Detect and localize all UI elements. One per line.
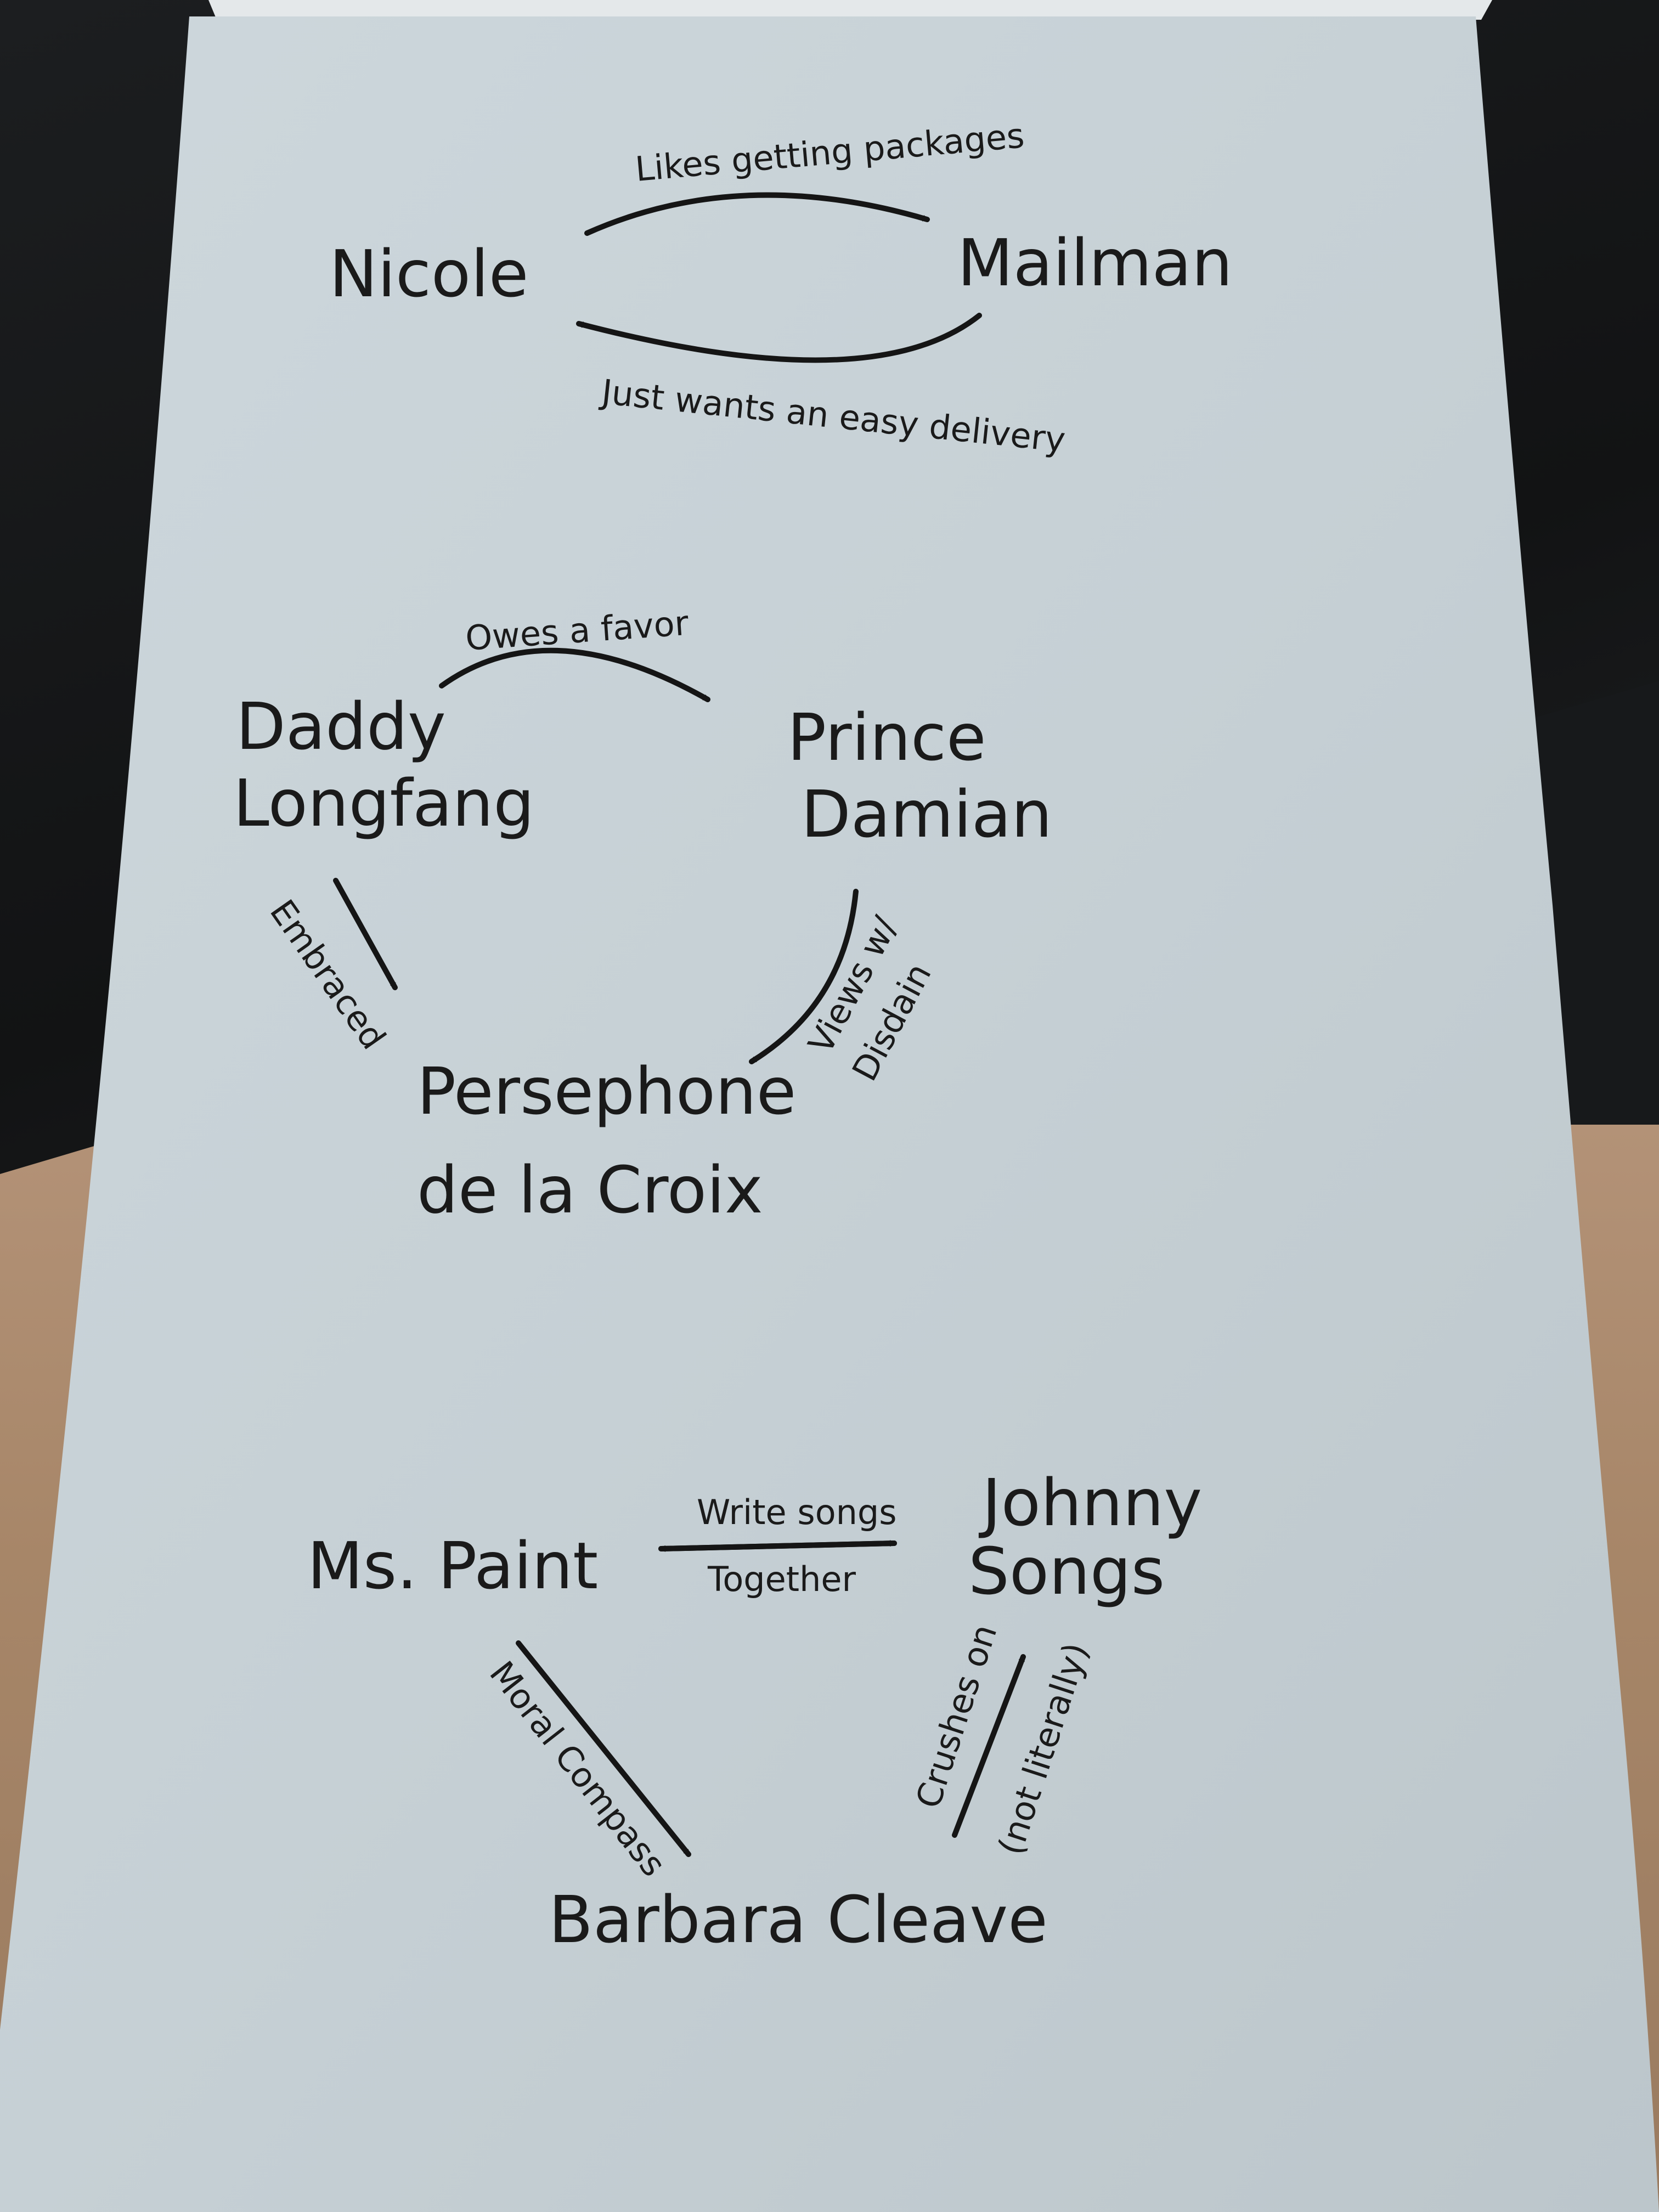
- node-johnny-songs-line1: Johnny: [978, 1465, 1202, 1541]
- node-persephone-line1: Persephone: [417, 1053, 796, 1129]
- node-daddy-longfang-line1: Daddy: [236, 689, 446, 764]
- arrow-daddy-to-prince: [439, 647, 710, 702]
- arrow-paint-to-barbara: [516, 1640, 691, 1857]
- node-daddy-longfang-line2: Longfang: [233, 765, 534, 841]
- node-prince-damian-line1: Prince: [787, 699, 986, 775]
- paper-page: [0, 16, 1659, 2212]
- node-nicole: Nicole: [329, 236, 529, 312]
- node-barbara-cleave: Barbara Cleave: [549, 1882, 1048, 1957]
- label-write-songs: Write songs: [697, 1492, 897, 1532]
- node-persephone-line2: de la Croix: [417, 1152, 763, 1228]
- arrow-nicole-to-mailman: [584, 192, 930, 236]
- node-mailman: Mailman: [957, 225, 1233, 301]
- arrow-johnny-to-paint: [658, 1541, 897, 1549]
- node-ms-paint: Ms. Paint: [307, 1528, 598, 1604]
- arrow-barbara-to-johnny: [952, 1654, 1026, 1838]
- node-johnny-songs-line2: Songs: [968, 1533, 1165, 1609]
- label-together: Together: [707, 1559, 856, 1599]
- node-prince-damian-line2: Damian: [801, 776, 1052, 852]
- notepad-binding: [208, 0, 1492, 20]
- arrow-mailman-to-nicole: [576, 313, 982, 363]
- arrow-prince-to-persephone: [749, 889, 859, 1064]
- arrow-daddy-to-persephone: [333, 878, 398, 990]
